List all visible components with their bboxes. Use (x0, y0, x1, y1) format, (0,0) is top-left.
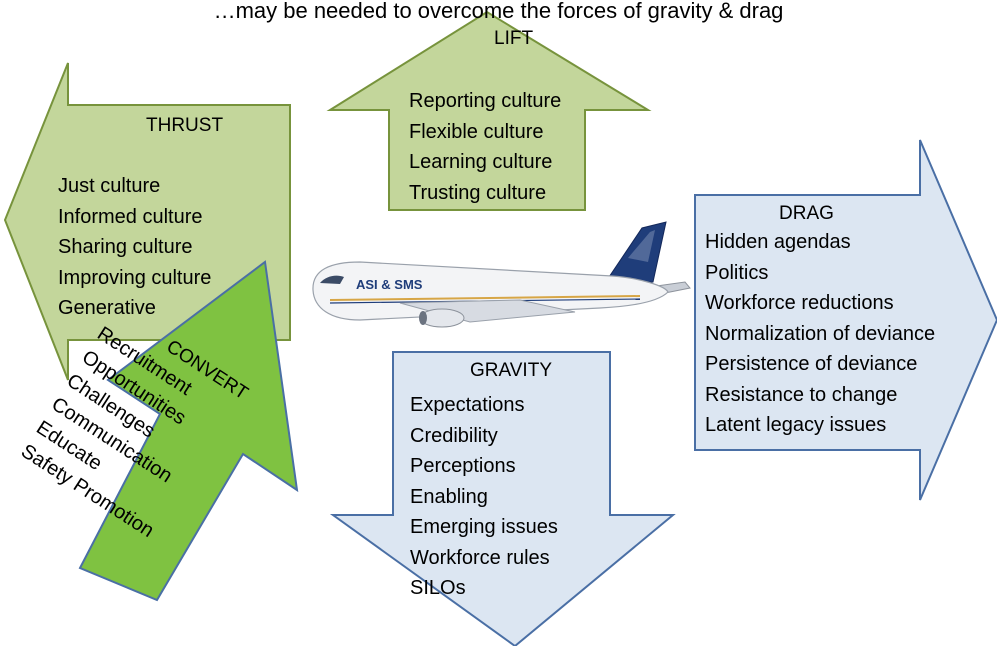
thrust-list: Just culture Informed culture Sharing cu… (58, 171, 211, 324)
thrust-item: Informed culture (58, 205, 203, 228)
thrust-item: Generative (58, 297, 156, 319)
gravity-item: Perceptions (410, 455, 516, 477)
lift-item: Learning culture (409, 151, 553, 173)
thrust-item: Sharing culture (58, 236, 193, 258)
thrust-title: THRUST (146, 115, 224, 136)
lift-item: Trusting culture (409, 181, 547, 204)
gravity-arrow (329, 351, 676, 646)
lift-arrow (326, 10, 652, 211)
drag-title: DRAG (779, 203, 834, 224)
clipped-caption: …may be needed to overcome the forces of… (213, 0, 784, 23)
thrust-item: Just culture (58, 175, 161, 197)
gravity-item: Expectations (410, 394, 525, 416)
gravity-item: Emerging issues (410, 516, 558, 538)
gravity-item: SILOs (410, 577, 466, 599)
lift-item: Flexible culture (409, 120, 544, 143)
lift-title: LIFT (494, 28, 534, 49)
convert-arrow (78, 260, 299, 602)
drag-item: Hidden agendas (705, 231, 851, 253)
drag-item: Workforce reductions (705, 292, 894, 314)
gravity-item: Workforce rules (410, 546, 550, 569)
gravity-item: Enabling (410, 485, 488, 508)
thrust-item: Improving culture (58, 266, 212, 289)
gravity-list: Expectations Credibility Perceptions Ena… (410, 390, 558, 604)
gravity-title: GRAVITY (470, 360, 552, 381)
drag-list: Hidden agendas Politics Workforce reduct… (705, 227, 935, 441)
drag-item: Resistance to change (705, 383, 898, 406)
drag-item: Politics (705, 261, 769, 284)
airplane-illustration (312, 221, 691, 328)
drag-item: Persistence of deviance (705, 353, 918, 375)
gravity-item: Credibility (410, 424, 498, 447)
drag-item: Latent legacy issues (705, 414, 887, 436)
lift-item: Reporting culture (409, 90, 562, 112)
fuselage-logo-text: ASI & SMS (356, 277, 423, 292)
lift-list: Reporting culture Flexible culture Learn… (409, 86, 561, 208)
drag-arrow (694, 139, 997, 501)
drag-item: Normalization of deviance (705, 322, 936, 345)
